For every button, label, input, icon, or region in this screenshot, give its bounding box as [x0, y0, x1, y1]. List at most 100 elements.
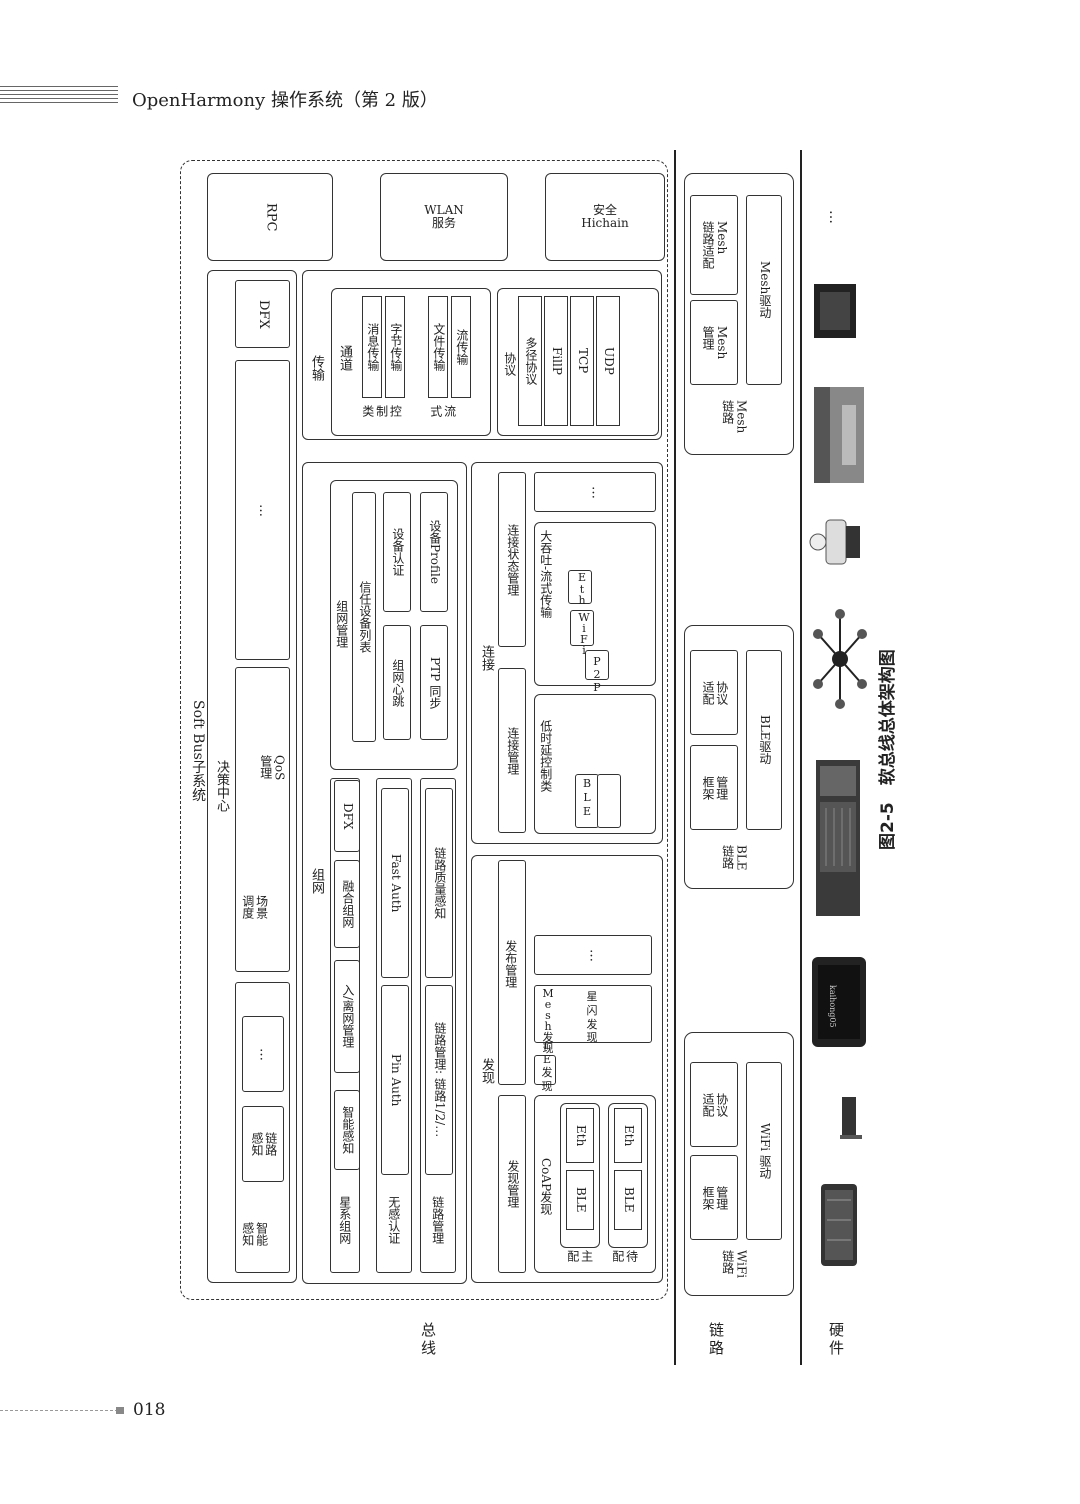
- wifi-driver: WiFi 驱动: [746, 1062, 782, 1240]
- conn-mesh: [597, 774, 621, 828]
- wifi-driver-label: WiFi 驱动: [757, 1123, 772, 1179]
- row-label-hardware: 硬件: [827, 1322, 845, 1358]
- rpc-box: RPC: [207, 173, 333, 261]
- coap-slave-eth-label: Eth: [621, 1124, 636, 1147]
- msg-transfer-label: 消息传输: [365, 323, 380, 371]
- link-mgmt-label: 链路管理: [430, 1196, 445, 1244]
- mesh-driver: Mesh驱动: [746, 195, 782, 385]
- running-header: OpenHarmony 操作系统（第 2 版）: [132, 90, 438, 111]
- stream-transfer: 流传输: [451, 296, 471, 398]
- decision-ellipsis-1: …: [256, 1047, 272, 1061]
- heartbeat-label: 组网心跳: [390, 658, 405, 707]
- networking-title: 组网: [308, 868, 324, 894]
- hardware-tablet-icon: [812, 957, 866, 1047]
- disc-ellipsis: …: [586, 948, 602, 962]
- decision-group-2: [235, 667, 290, 972]
- hardware-control-panel-icon: [814, 284, 856, 338]
- conn-p2p: [585, 650, 609, 680]
- file-transfer-label: 文件传输: [431, 323, 446, 371]
- low-latency-title: 低时延控制类: [538, 720, 553, 792]
- ble-mgmt-label: 管理框架: [701, 775, 729, 800]
- pin-auth: Pin Auth: [381, 985, 409, 1175]
- link-mgmt-detail: 链路管理: 链路1/2/…: [425, 985, 453, 1175]
- smart-sense-label: 智能感知: [240, 1222, 269, 1246]
- conn-state: 连接状态管理: [498, 472, 526, 647]
- hardware-dev-board-icon: [821, 1184, 857, 1266]
- slave-label: 待配: [610, 1250, 639, 1262]
- udp: UDP: [596, 296, 620, 426]
- disc-methods-box: [534, 985, 652, 1043]
- throughput-title: 大吞吐-流式传输: [538, 530, 553, 619]
- fusion-network-label: 融合组网: [340, 880, 355, 928]
- net-dfx-label: DFX: [340, 802, 355, 830]
- ble-driver: BLE驱动: [746, 650, 782, 830]
- stream-label: 流式: [428, 405, 457, 417]
- publish-mgmt-box: [498, 860, 526, 1085]
- decision-ellipsis-2: …: [255, 503, 271, 517]
- conn-ellipsis: …: [588, 485, 604, 499]
- byte-transfer: 字节传输: [385, 296, 405, 398]
- hardware-robot-icon: [809, 519, 860, 565]
- ptp-sync-label: PTP 同步: [427, 656, 442, 709]
- coap-master-eth-label: Eth: [573, 1124, 588, 1147]
- link-sense-box: 链路感知: [242, 1106, 284, 1182]
- wifi-mgmt: 管理框架: [690, 1155, 738, 1240]
- wifi-proto-label: 协议适配: [701, 1092, 729, 1117]
- file-transfer: 文件传输: [428, 296, 448, 398]
- hardware-camera-scene-icon: [814, 387, 864, 483]
- conn-wifi: [570, 610, 594, 646]
- device-auth-label: 设备认证: [390, 528, 405, 576]
- trust-list: 信任设备列表: [352, 492, 376, 742]
- publish-mgmt-label: 发布管理: [503, 940, 518, 988]
- ble-mgmt: 管理框架: [690, 745, 738, 830]
- hardware-ellipsis: …: [826, 210, 843, 224]
- fast-auth: Fast Auth: [381, 788, 409, 978]
- figure-caption: 图2-5 软总线总体架构图: [878, 649, 898, 850]
- device-auth: 设备认证: [383, 492, 411, 612]
- ptp-sync: PTP 同步: [420, 625, 448, 740]
- decision-center-title: 决策中心: [213, 760, 229, 812]
- group-mgmt-title: 组网管理: [334, 600, 349, 648]
- star-network-label: 星系组网: [337, 1196, 352, 1244]
- disc-mgmt: 发现管理: [498, 1095, 526, 1273]
- fillp-label: FillP: [549, 347, 564, 375]
- tcp-label: TCP: [575, 348, 590, 374]
- wifi-proto: 协议适配: [690, 1062, 738, 1147]
- header-rule: [0, 86, 118, 106]
- wifi-mgmt-label: 管理框架: [701, 1185, 729, 1210]
- control-label: 控制类: [360, 405, 403, 417]
- decision-dfx: DFX: [255, 299, 271, 329]
- coap-master-eth: Eth: [566, 1108, 594, 1163]
- byte-transfer-label: 字节传输: [388, 323, 403, 371]
- discovery-title: 发现: [478, 1058, 494, 1084]
- link-quality: 链路质量感知: [425, 788, 453, 978]
- conn-eth: [568, 570, 592, 604]
- ble-disc: [534, 1055, 556, 1085]
- silent-auth-label: 无感认证: [386, 1196, 401, 1244]
- join-leave-label: 入/离网管理: [340, 984, 355, 1049]
- scene-label: 场景调度: [240, 895, 269, 919]
- tcp: TCP: [570, 296, 594, 426]
- divider-bus-link: [674, 150, 676, 1365]
- footer-marker: [116, 1407, 124, 1414]
- ble-driver-label: BLE驱动: [757, 715, 772, 765]
- disc-mgmt-label: 发现管理: [505, 1160, 520, 1208]
- link-mgmt-detail-label: 链路管理: 链路1/2/…: [432, 1022, 447, 1138]
- connection-title: 连接: [478, 645, 494, 671]
- coap-slave-ble-label: BLE: [621, 1187, 636, 1213]
- pin-auth-label: Pin Auth: [388, 1053, 403, 1107]
- hardware-mini-device-icon: [840, 1097, 862, 1139]
- channel-label: 通道: [336, 345, 352, 371]
- decision-ellipsis-box: …: [242, 1016, 284, 1092]
